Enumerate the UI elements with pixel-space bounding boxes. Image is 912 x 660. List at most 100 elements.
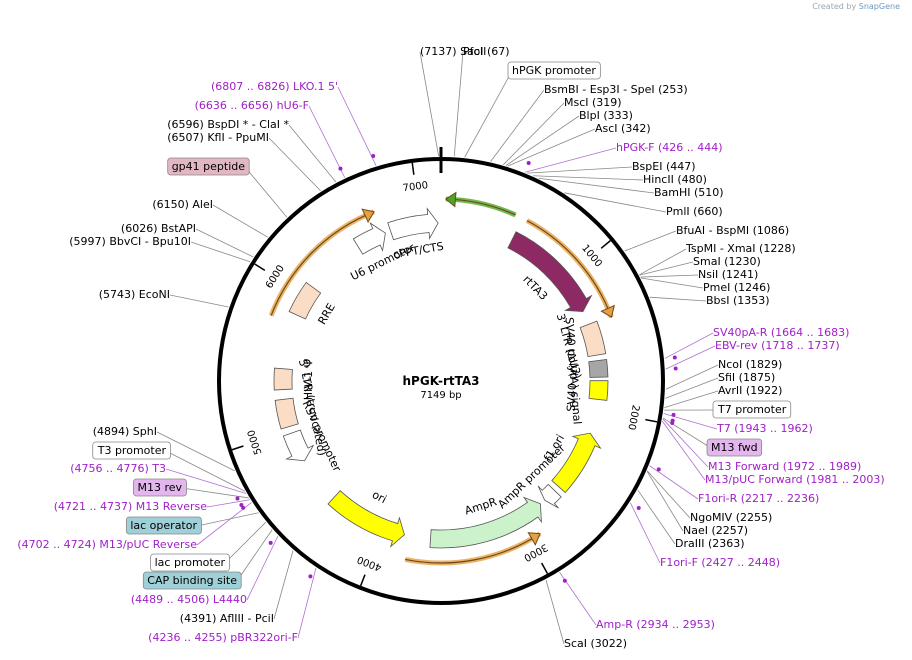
label-7137-sacii: (7137) SacII	[420, 45, 486, 58]
primer-mark-hpgk-f-426-444	[526, 160, 531, 165]
feature-label-sv40-ori: SV40 ori	[564, 365, 580, 412]
label-hpgk-promoter: hPGK promoter	[512, 64, 596, 77]
outer-arcs	[268, 191, 616, 566]
feature-ampr	[429, 496, 542, 549]
leader-4894-sphi	[156, 431, 235, 472]
leader-4236-4255-pbr322ori-f	[297, 567, 317, 639]
label-nsii-1241: NsiI (1241)	[698, 268, 758, 281]
label-sv40pa-r-1664-1683: SV40pA-R (1664 .. 1683)	[713, 326, 849, 339]
label-6636-6656-hu6-f: (6636 .. 6656) hU6-F	[195, 99, 309, 112]
label-bsmbi-esp3i-spei-253: BsmBI - Esp3I - SpeI (253)	[544, 83, 688, 96]
leader-bamhi-510	[538, 177, 655, 194]
tick-2000	[645, 418, 658, 423]
label-ncoi-1829: NcoI (1829)	[718, 358, 782, 371]
label-ngomiv-2255: NgoMIV (2255)	[690, 511, 772, 524]
leader-scai-3022	[545, 579, 565, 645]
tick-6000	[254, 263, 266, 271]
label-m13-puc-forward-1981-2003: M13/pUC Forward (1981 .. 2003)	[705, 473, 885, 486]
feature-ampr-promoter	[537, 483, 562, 509]
primer-mark-4756-4776-t3	[235, 496, 240, 501]
tick-7000	[411, 162, 415, 175]
leader-ngomiv-2255	[646, 470, 691, 519]
primer-mark-t7-1943-1962	[671, 412, 676, 417]
label-4391-afliii-pcii: (4391) AflIII - PciI	[180, 612, 274, 625]
feature-sv40-poly-a-signal	[588, 358, 609, 378]
label-4702-4724-m13-puc-reverse: (4702 .. 4724) M13/pUC Reverse	[17, 538, 197, 551]
leader-6807-6826-lko-1-5	[337, 86, 377, 166]
tick-label-4000: 4000	[356, 553, 384, 573]
label-scai-3022: ScaI (3022)	[564, 637, 627, 650]
label-blpi-333: BlpI (333)	[579, 109, 633, 122]
leader-m13-forward-1972-1989	[662, 418, 709, 468]
label-asci-342: AscI (342)	[595, 122, 651, 135]
plasmid-size: 7149 bp	[420, 390, 461, 401]
leader-bfuai-bspmi-1086	[624, 230, 677, 252]
primer-mark-sv40pa-r-1664-1683	[672, 355, 677, 360]
label-f1ori-f-2427-2448: F1ori-F (2427 .. 2448)	[660, 556, 780, 569]
label-amp-r-2934-2953: Amp-R (2934 .. 2953)	[596, 618, 715, 631]
tick-3000	[540, 562, 549, 574]
label-pmli-660: PmlI (660)	[666, 205, 723, 218]
tick-5000	[231, 445, 244, 451]
tick-1000	[600, 240, 611, 249]
label-pfoi-67: PfoI (67)	[463, 45, 510, 58]
feature-3-ltr-u3	[579, 320, 607, 358]
label-hincii-480: HincII (480)	[643, 173, 707, 186]
feature-rre	[288, 281, 322, 320]
leader-pfoi-67	[453, 51, 464, 157]
label-t7-1943-1962: T7 (1943 .. 1962)	[716, 422, 813, 435]
leader-hpgk-promoter	[464, 70, 513, 158]
label-leader-lines	[156, 51, 719, 645]
primer-mark-m13-puc-forward-1981-2003	[670, 421, 675, 426]
primer-mark-6636-6656-hu6-f	[338, 166, 343, 171]
outer-arc-0	[268, 209, 375, 317]
label-6026-bstapi: (6026) BstAPI	[121, 222, 196, 235]
label-box-cap-binding-site	[142, 571, 242, 590]
feature-label-rtta3: rtTA3	[520, 273, 550, 303]
feature-5-ltr-truncated	[274, 397, 299, 430]
label-4489-4506-l4440: (4489 .. 4506) L4440	[131, 593, 247, 606]
leader-7137-sacii	[419, 51, 440, 157]
leader-hpgk-f-426-444	[524, 147, 617, 173]
leader-lac-promoter	[224, 521, 267, 564]
label-box-lac-promoter	[150, 553, 230, 572]
leader-5743-econi	[169, 294, 229, 308]
label-4721-4737-m13-reverse: (4721 .. 4737) M13 Reverse	[54, 500, 207, 513]
outer-arc-head-0	[361, 208, 375, 223]
leader-f1ori-r-2217-2236	[649, 465, 699, 500]
leader-nsii-1241	[640, 274, 699, 278]
label-lac-operator: lac operator	[130, 519, 197, 532]
leader-6026-bstapi	[195, 228, 254, 258]
label-lac-promoter: lac promoter	[155, 556, 226, 569]
label-hpgk-f-426-444: hPGK-F (426 .. 444)	[616, 141, 723, 154]
leader-4489-4506-l4440	[246, 535, 279, 601]
label-bamhi-510: BamHI (510)	[654, 186, 724, 199]
label-t3-promoter: T3 promoter	[97, 444, 167, 457]
leader-m13-rev	[181, 487, 249, 499]
label-gp41-peptide: gp41 peptide	[172, 160, 246, 173]
leader-4391-afliii-pcii	[273, 550, 294, 620]
leader-f1ori-f-2427-2448	[629, 502, 661, 564]
tick-label-7000: 7000	[402, 180, 429, 194]
leader-t3-promoter	[165, 450, 245, 492]
primer-mark-f1ori-r-2217-2236	[656, 467, 661, 472]
primer-mark-4721-4737-m13-reverse	[239, 503, 244, 508]
primer-mark-4489-4506-l4440	[268, 540, 273, 545]
primer-mark-f1ori-f-2427-2448	[636, 506, 641, 511]
leader-ncoi-1829	[665, 364, 719, 390]
label-pmei-1246: PmeI (1246)	[703, 281, 770, 294]
watermark-prefix: Created by	[812, 2, 857, 11]
label-6596-bspdi-clai: (6596) BspDI * - ClaI *	[167, 118, 289, 131]
leader-lac-operator	[196, 512, 259, 527]
label-5997-bbvci-bpu10i: (5997) BbvCI - Bpu10I	[69, 235, 191, 248]
label-box-m13-fwd	[706, 438, 763, 457]
label-6150-alei: (6150) AleI	[152, 198, 213, 211]
leader-5997-bbvci-bpu10i	[190, 241, 251, 263]
feature-rsv-promoter	[282, 429, 315, 462]
label-4756-4776-t3: (4756 .. 4776) T3	[70, 462, 166, 475]
outer-arc-1	[445, 196, 517, 218]
outer-arc-core-0	[270, 211, 375, 316]
leader-4721-4737-m13-reverse	[206, 499, 250, 508]
leader-hincii-480	[533, 175, 644, 181]
